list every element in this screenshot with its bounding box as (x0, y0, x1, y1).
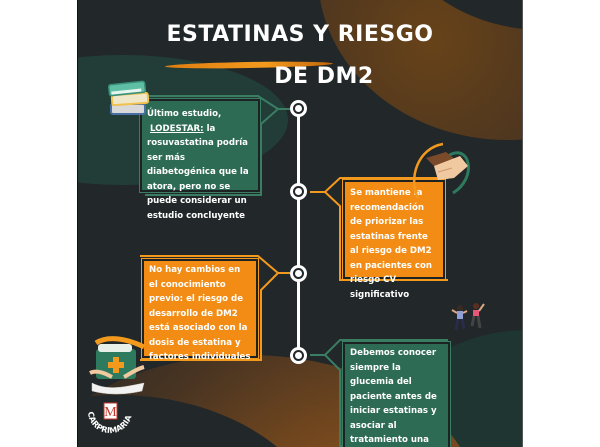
card-2-text: Se mantiene la recomendación de prioriza… (350, 188, 433, 300)
logo-letter: M (104, 405, 117, 420)
timeline-card-4: Debemos conocer siempre la glucemia del … (345, 344, 448, 447)
lodestar-link[interactable]: LODESTAR: (150, 123, 204, 134)
timeline-connectors (140, 95, 448, 447)
card-4-text: Debemos conocer siempre la glucemia del … (350, 348, 437, 445)
page-title-line2: DE DM2 (274, 64, 374, 89)
card-3-text: No hay cambios en el conocimiento previo… (149, 265, 251, 362)
carprimaria-logo: M CARPRIMARIA (82, 400, 138, 447)
timeline-node-2 (290, 183, 307, 200)
timeline-node-3 (290, 265, 307, 282)
timeline-card-1: Último estudio, LODESTAR: la rosuvastati… (142, 101, 258, 221)
card-1-prefix: Último estudio, (147, 109, 222, 119)
runners-icon (451, 303, 485, 331)
timeline-card-2: Se mantiene la recomendación de prioriza… (345, 182, 443, 300)
timeline-node-1 (290, 100, 307, 117)
timeline-node-4 (290, 347, 307, 364)
infographic-poster: ESTATINAS Y RIESGO DE DM2 Último estudio… (77, 0, 523, 447)
card-1-text: la rosuvastatina podría ser más diabetog… (147, 123, 249, 221)
page-title-line1: ESTATINAS Y RIESGO (166, 22, 434, 47)
books-icon (108, 80, 150, 115)
first-aid-kit-icon (89, 336, 146, 395)
handshake-icon (412, 142, 470, 199)
timeline-card-3: No hay cambios en el conocimiento previo… (144, 261, 256, 362)
timeline-line (297, 108, 300, 356)
